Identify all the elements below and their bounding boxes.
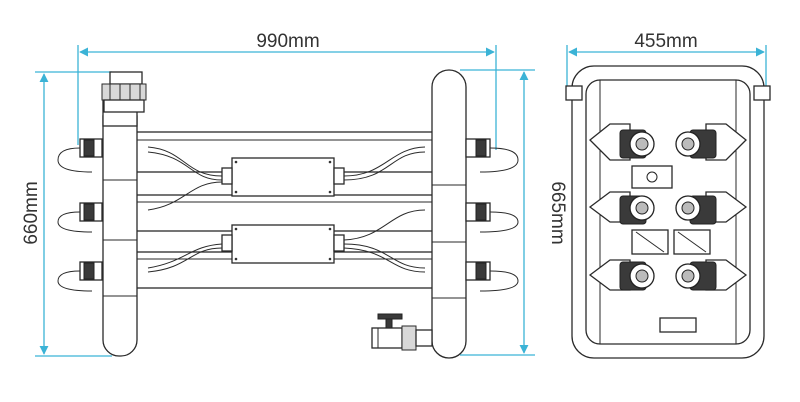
ballast-box-lower [221,224,345,264]
dimension-width-side: 455mm [634,31,697,52]
dimension-width-front: 990mm [256,31,319,52]
right-manifold-pipe [431,69,467,359]
lamp-caps-right [465,138,519,292]
dimension-height-left: 660mm [21,181,42,244]
ballast-box-upper [221,157,345,197]
lamp-caps-left [57,138,103,292]
side-view [565,65,771,359]
dimension-height-right: 665mm [547,181,568,244]
front-view [57,69,519,359]
left-manifold-pipe [102,99,138,357]
dimension-lines [35,45,767,357]
drain-valve [371,313,433,351]
inlet-union-fitting [101,71,147,113]
side-lamp-connectors [619,129,717,291]
side-ballast-boxes [631,165,711,255]
lamp-cables [147,146,426,273]
